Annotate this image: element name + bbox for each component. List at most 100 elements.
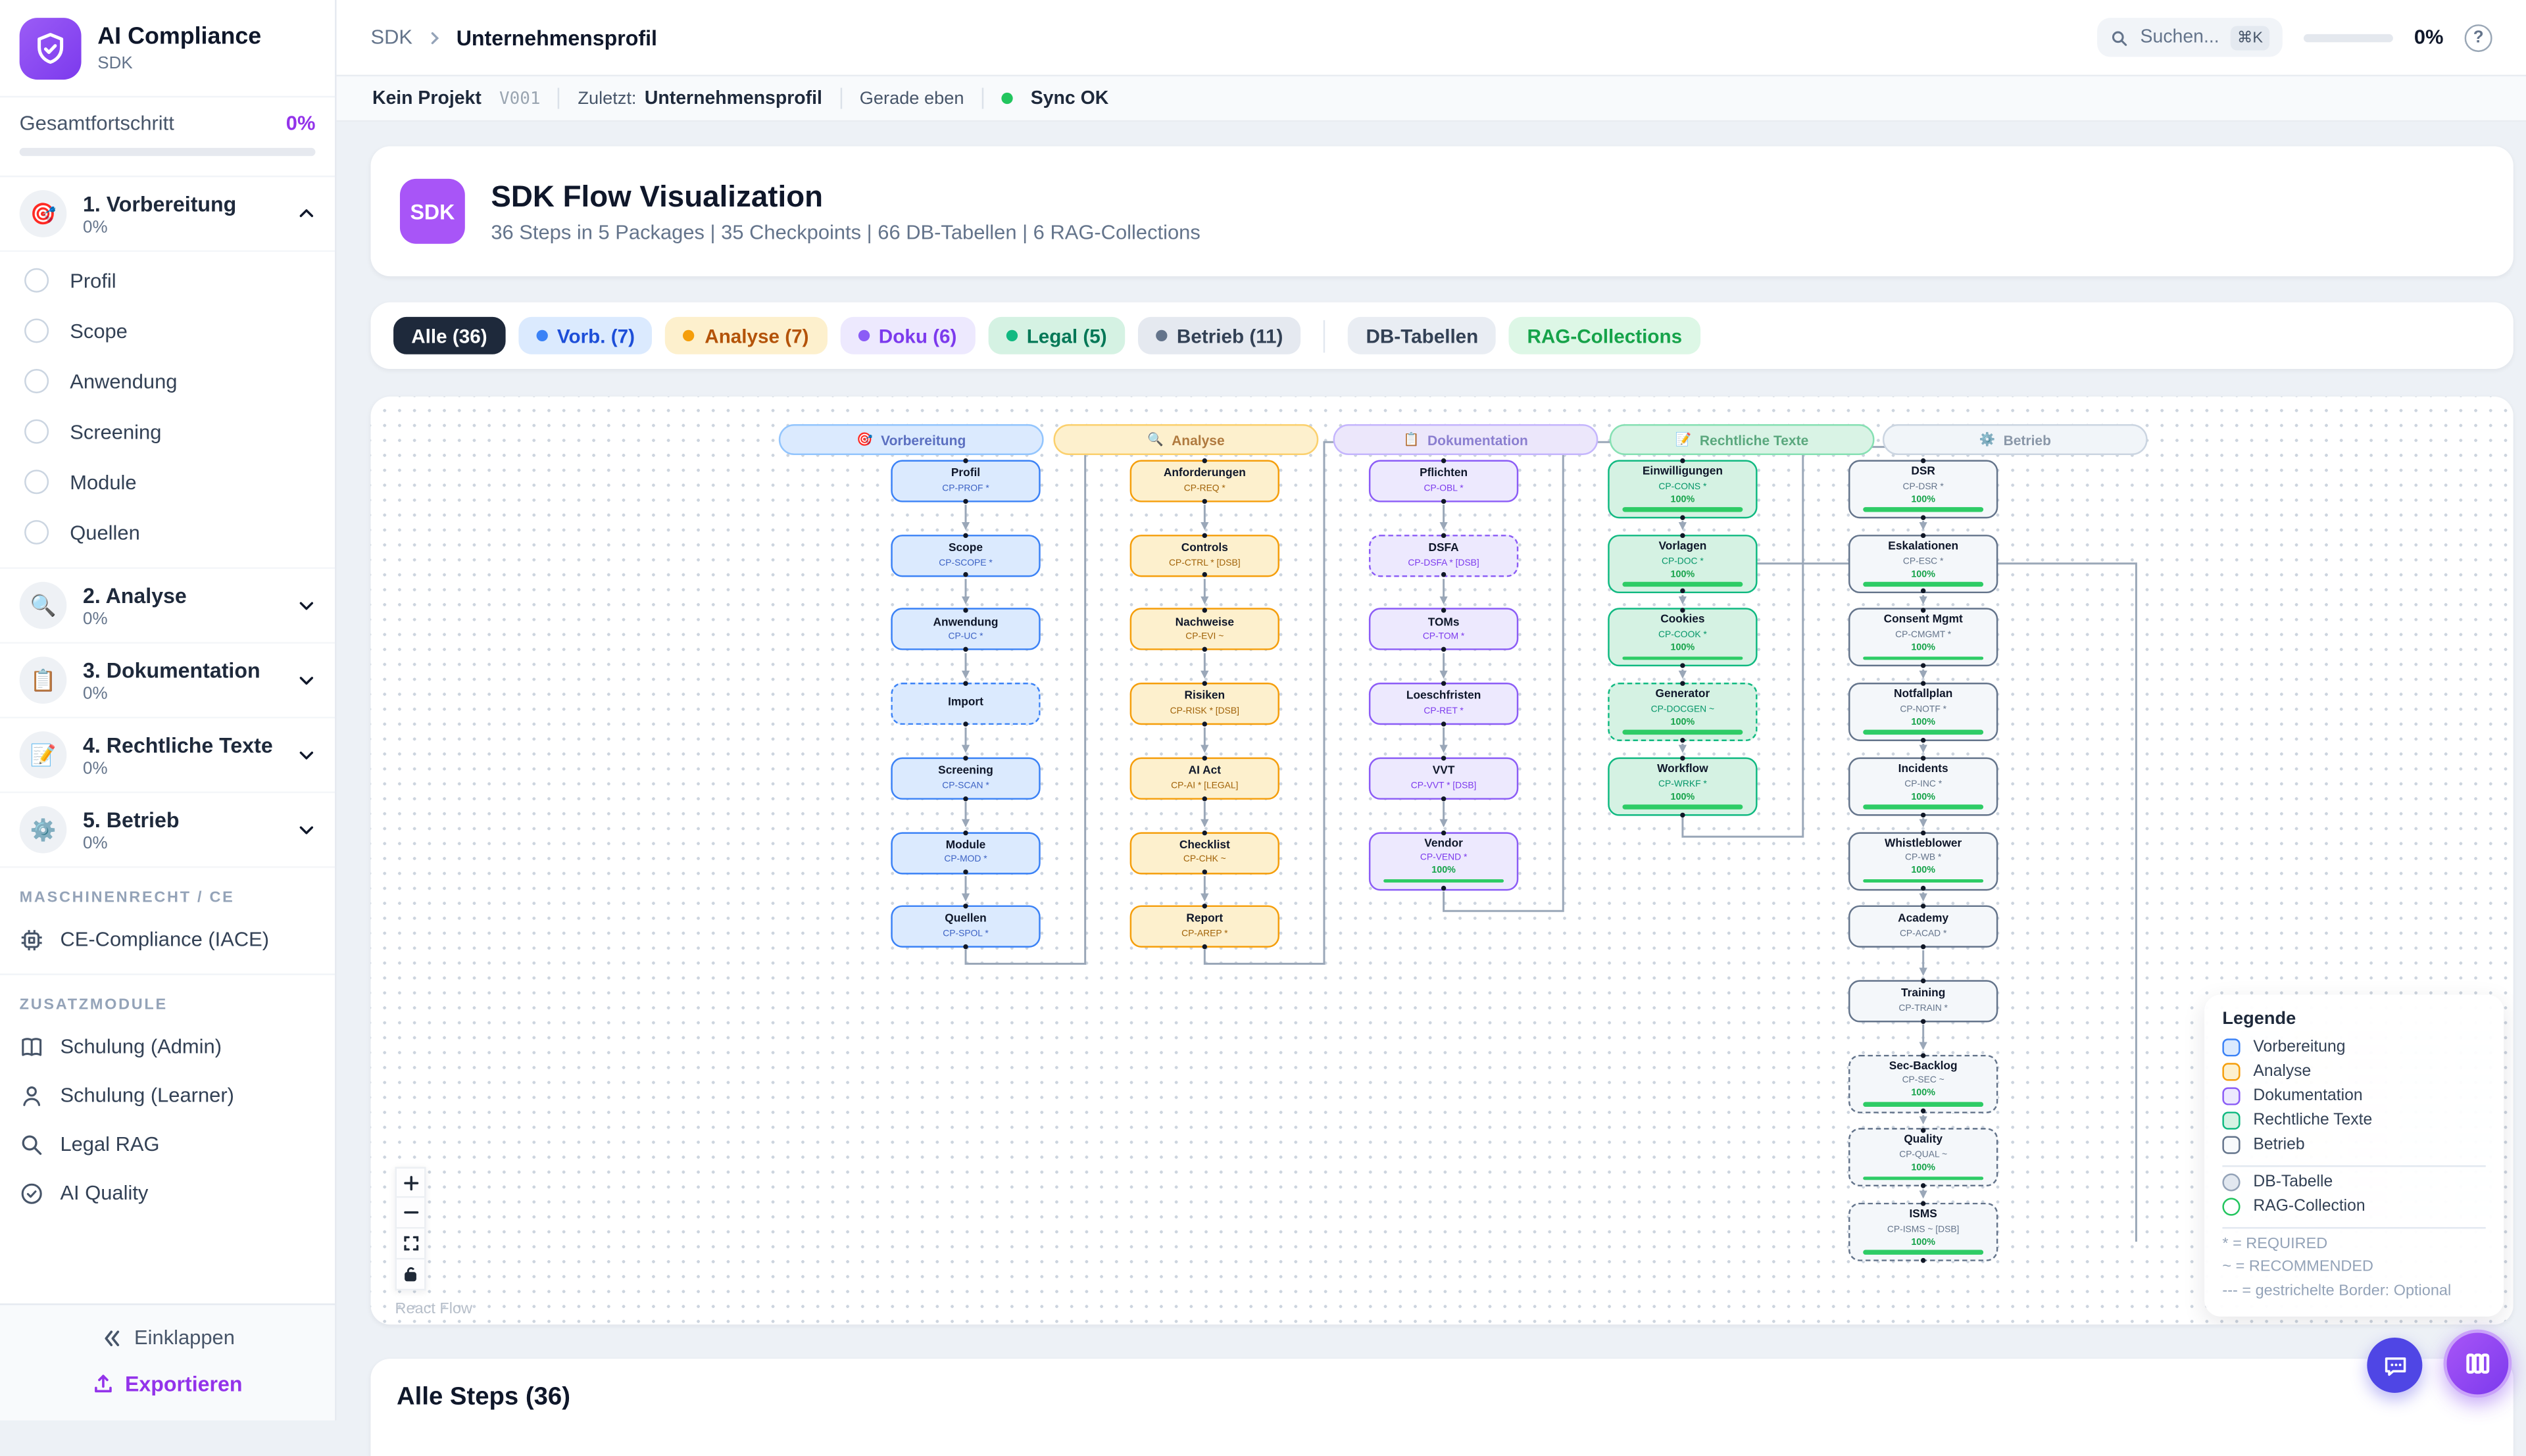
legend-item-db-tabelle: DB-Tabelle	[2222, 1173, 2485, 1191]
step-radio[interactable]	[24, 470, 49, 494]
package-emoji-icon: 📋	[20, 656, 67, 704]
node-handle-bottom	[1921, 664, 1925, 668]
flow-node-screening[interactable]: ScreeningCP-SCAN *	[891, 757, 1040, 799]
flow-node-generator[interactable]: GeneratorCP-DOCGEN ~100%	[1608, 683, 1757, 741]
chevron-down-icon	[297, 671, 315, 689]
board-view-button[interactable]	[2444, 1330, 2512, 1398]
fit-view-button[interactable]	[395, 1228, 426, 1259]
package-group-rechtliche-texte[interactable]: 📝Rechtliche Texte	[1610, 424, 1875, 455]
chat-button[interactable]	[2367, 1338, 2422, 1393]
sidebar-package-3[interactable]: 📋3. Dokumentation0%	[0, 644, 335, 719]
filter-chip-rag-collections[interactable]: RAG-Collections	[1509, 317, 1700, 354]
flow-node-report[interactable]: ReportCP-AREP *	[1130, 906, 1279, 948]
flow-node-import[interactable]: Import	[891, 683, 1040, 725]
help-icon[interactable]: ?	[2465, 24, 2492, 51]
node-title: Einwilligungen	[1643, 466, 1723, 481]
sidebar-step-scope[interactable]: Scope	[0, 306, 335, 356]
zoom-out-button[interactable]	[395, 1198, 426, 1228]
node-progress-value: 100%	[1671, 495, 1695, 505]
sidebar-step-quellen[interactable]: Quellen	[0, 507, 335, 558]
zoom-in-button[interactable]	[395, 1167, 426, 1198]
package-group-betrieb[interactable]: ⚙️Betrieb	[1883, 424, 2148, 455]
flow-node-risiken[interactable]: RisikenCP-RISK * [DSB]	[1130, 683, 1279, 725]
node-handle-top	[1202, 458, 1207, 463]
filter-chip-alle-36-[interactable]: Alle (36)	[393, 317, 505, 354]
node-code: CP-WB *	[1905, 854, 1941, 863]
flow-node-eskalationen[interactable]: EskalationenCP-ESC *100%	[1848, 534, 1998, 593]
package-group-vorbereitung[interactable]: 🎯Vorbereitung	[779, 424, 1044, 455]
flow-node-ai-act[interactable]: AI ActCP-AI * [LEGAL]	[1130, 757, 1279, 799]
flow-node-einwilligungen[interactable]: EinwilligungenCP-CONS *100%	[1608, 460, 1757, 518]
node-code: CP-INC *	[1904, 779, 1942, 789]
package-name: 2. Analyse	[83, 583, 187, 607]
step-radio[interactable]	[24, 520, 49, 545]
breadcrumb-root[interactable]: SDK	[370, 26, 412, 49]
node-handle-bottom	[963, 721, 968, 726]
filter-chip-db-tabellen[interactable]: DB-Tabellen	[1348, 317, 1496, 354]
flow-node-incidents[interactable]: IncidentsCP-INC *100%	[1848, 757, 1998, 815]
flow-node-profil[interactable]: ProfilCP-PROF *	[891, 460, 1040, 502]
rechtliche-texte-emoji-icon: 📝	[1675, 432, 1692, 447]
flow-node-isms[interactable]: ISMSCP-ISMS ~ [DSB]100%	[1848, 1203, 1998, 1261]
step-radio[interactable]	[24, 318, 49, 343]
node-handle-bottom	[963, 647, 968, 652]
flow-node-module[interactable]: ModuleCP-MOD *	[891, 831, 1040, 873]
flow-node-academy[interactable]: AcademyCP-ACAD *	[1848, 906, 1998, 948]
flow-node-quellen[interactable]: QuellenCP-SPOL *	[891, 906, 1040, 948]
flow-node-consent-mgmt[interactable]: Consent MgmtCP-CMGMT *100%	[1848, 608, 1998, 667]
flow-node-vvt[interactable]: VVTCP-VVT * [DSB]	[1369, 757, 1518, 799]
flow-node-dsfa[interactable]: DSFACP-DSFA * [DSB]	[1369, 534, 1518, 576]
flow-node-scope[interactable]: ScopeCP-SCOPE *	[891, 534, 1040, 576]
package-group-dokumentation[interactable]: 📋Dokumentation	[1333, 424, 1598, 455]
sidebar-item-ai-quality[interactable]: AI Quality	[0, 1169, 335, 1217]
flow-canvas[interactable]: 🎯VorbereitungProfilCP-PROF * ScopeCP-SCOP…	[370, 397, 2513, 1324]
flow-node-pflichten[interactable]: PflichtenCP-OBL *	[1369, 460, 1518, 502]
sidebar-package-5[interactable]: ⚙️5. Betrieb0%	[0, 793, 335, 868]
lock-button[interactable]	[395, 1259, 426, 1290]
flow-node-workflow[interactable]: WorkflowCP-WRKF *100%	[1608, 757, 1757, 815]
flow-node-controls[interactable]: ControlsCP-CTRL * [DSB]	[1130, 534, 1279, 576]
sidebar-item-schulung-admin-[interactable]: Schulung (Admin)	[0, 1023, 335, 1071]
sidebar-item-schulung-learner-[interactable]: Schulung (Learner)	[0, 1071, 335, 1120]
sidebar-step-profil[interactable]: Profil	[0, 255, 335, 306]
sidebar-package-1[interactable]: 🎯1. Vorbereitung0%	[0, 177, 335, 252]
flow-node-vendor[interactable]: VendorCP-VEND *100%	[1369, 831, 1518, 890]
flow-node-loeschfristen[interactable]: LoeschfristenCP-RET *	[1369, 683, 1518, 725]
filter-chip-vorb-7-[interactable]: Vorb. (7)	[518, 317, 653, 354]
filter-chip-legal-5-[interactable]: Legal (5)	[987, 317, 1124, 354]
flow-node-dsr[interactable]: DSRCP-DSR *100%	[1848, 460, 1998, 518]
node-progress-bar	[1622, 508, 1743, 512]
flow-node-toms[interactable]: TOMsCP-TOM *	[1369, 608, 1518, 650]
sidebar-step-module[interactable]: Module	[0, 456, 335, 507]
flow-node-quality[interactable]: QualityCP-QUAL ~100%	[1848, 1128, 1998, 1187]
sidebar-item-legal-rag[interactable]: Legal RAG	[0, 1120, 335, 1169]
flow-node-anforderungen[interactable]: AnforderungenCP-REQ *	[1130, 460, 1279, 502]
flow-node-training[interactable]: TrainingCP-TRAIN *	[1848, 980, 1998, 1022]
package-group-analyse[interactable]: 🔍Analyse	[1053, 424, 1318, 455]
flow-node-notfallplan[interactable]: NotfallplanCP-NOTF *100%	[1848, 683, 1998, 741]
module-label: Legal RAG	[60, 1133, 159, 1156]
flow-node-cookies[interactable]: CookiesCP-COOK *100%	[1608, 608, 1757, 667]
flow-node-anwendung[interactable]: AnwendungCP-UC *	[891, 608, 1040, 650]
flow-node-sec-backlog[interactable]: Sec-BacklogCP-SEC ~100%	[1848, 1054, 1998, 1113]
step-radio[interactable]	[24, 369, 49, 393]
filter-chip-betrieb-11-[interactable]: Betrieb (11)	[1138, 317, 1301, 354]
sidebar-package-2[interactable]: 🔍2. Analyse0%	[0, 569, 335, 644]
step-radio[interactable]	[24, 268, 49, 293]
sidebar-package-4[interactable]: 📝4. Rechtliche Texte0%	[0, 718, 335, 793]
sync-status-label: Sync OK	[1031, 89, 1108, 109]
sidebar-step-anwendung[interactable]: Anwendung	[0, 356, 335, 406]
flow-node-nachweise[interactable]: NachweiseCP-EVI ~	[1130, 608, 1279, 650]
chip-dot	[536, 330, 547, 341]
export-button[interactable]: Exportieren	[0, 1372, 335, 1396]
collapse-sidebar-button[interactable]: Einklappen	[0, 1326, 335, 1349]
sidebar-item-ce-compliance-iace-[interactable]: CE-Compliance (IACE)	[0, 915, 335, 963]
step-radio[interactable]	[24, 420, 49, 444]
flow-node-whistleblower[interactable]: WhistleblowerCP-WB *100%	[1848, 831, 1998, 890]
search-input[interactable]: Suchen... ⌘K	[2098, 18, 2282, 57]
flow-node-checklist[interactable]: ChecklistCP-CHK ~	[1130, 831, 1279, 873]
filter-chip-doku-6-[interactable]: Doku (6)	[839, 317, 974, 354]
flow-node-vorlagen[interactable]: VorlagenCP-DOC *100%	[1608, 534, 1757, 593]
filter-chip-analyse-7-[interactable]: Analyse (7)	[666, 317, 827, 354]
sidebar-step-screening[interactable]: Screening	[0, 406, 335, 457]
